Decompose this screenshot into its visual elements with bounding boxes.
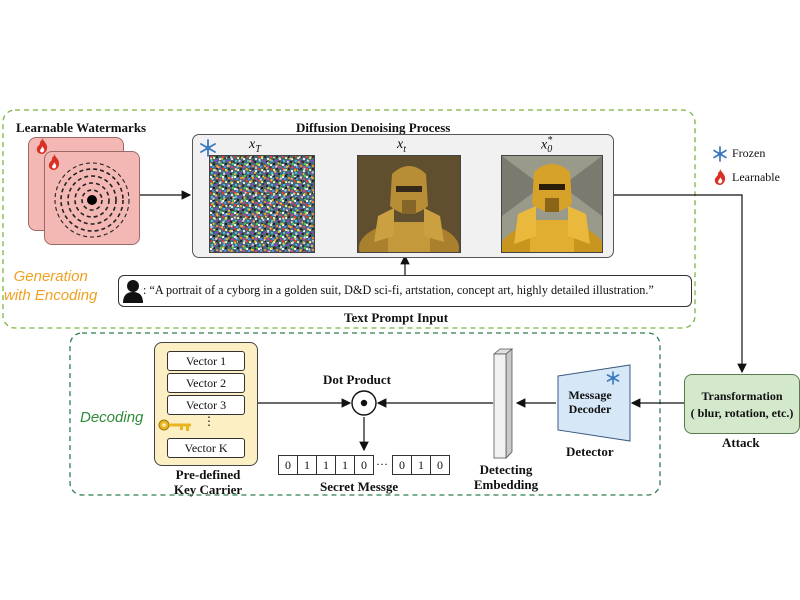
snowflake-icon <box>200 139 216 157</box>
bit-cell: 1 <box>297 455 317 475</box>
vector-3: Vector 3 <box>167 395 245 415</box>
cyborg-image-noisy <box>357 155 461 253</box>
snowflake-icon <box>713 146 727 162</box>
generation-section-label: Generation with Encoding <box>4 267 97 305</box>
bit-cell: 0 <box>278 455 298 475</box>
prompt-label: Text Prompt Input <box>344 310 449 325</box>
generation-region <box>2 109 696 329</box>
generation-label-line: with Encoding <box>4 287 98 304</box>
latent-xT-label: xT <box>249 137 261 155</box>
dot-product-label: Dot Product <box>323 372 392 387</box>
bit-cell: 1 <box>411 455 431 475</box>
transformation-subtitle: ( blur, rotation, etc.) <box>690 406 794 420</box>
generation-label-line: Generation <box>13 268 88 285</box>
secret-message-label: Secret Messge <box>320 479 399 494</box>
transformation-box: Transformation ( blur, rotation, etc.) <box>684 374 800 434</box>
detector-label: Detector <box>566 444 614 459</box>
decoder-label-line: Decoder <box>568 402 612 416</box>
bit-cell: 0 <box>430 455 450 475</box>
message-decoder-label: Message Decoder <box>560 388 620 416</box>
embedding-label: Detecting Embedding <box>470 462 542 492</box>
user-icon <box>123 280 143 303</box>
attack-label: Attack <box>722 435 760 450</box>
cyborg-image-clean <box>501 155 603 253</box>
flame-icon <box>714 169 726 185</box>
diffusion-process-box: xT xt x*0 <box>192 134 614 258</box>
decoding-section-label: Decoding <box>80 409 144 426</box>
vector-ellipsis: ⋮ <box>203 414 215 428</box>
legend-learnable-label: Learnable <box>732 170 780 184</box>
key-carrier-box: Vector 1 Vector 2 Vector 3 ⋮ Vector K <box>154 342 258 466</box>
vector-1: Vector 1 <box>167 351 245 371</box>
noise-image <box>209 155 315 253</box>
embedding-label-line: Embedding <box>473 477 539 492</box>
watermark-swirl-image <box>54 162 130 238</box>
decoding-region <box>69 332 661 496</box>
latent-xt-label: xt <box>397 137 406 155</box>
detecting-embedding-bar <box>492 348 514 459</box>
cyborg-figure <box>502 156 602 252</box>
decoder-label-line: Message <box>568 388 612 402</box>
flame-icon <box>48 154 60 170</box>
dot-product-operator <box>351 390 377 416</box>
bit-cell: 0 <box>392 455 412 475</box>
diffusion-to-attack-arrow <box>612 194 747 374</box>
embedding-label-line: Detecting <box>479 462 533 477</box>
cyborg-figure <box>358 156 460 252</box>
watermark-card-front <box>44 151 140 245</box>
key-carrier-label-line: Pre-defined <box>175 467 241 482</box>
latent-x0-label: x*0 <box>541 135 553 156</box>
bit-cell: 1 <box>335 455 355 475</box>
message-decoder-shape <box>557 364 631 442</box>
vector-k: Vector K <box>167 438 245 458</box>
flame-icon <box>36 138 48 154</box>
bit-cell: 1 <box>316 455 336 475</box>
key-carrier-label: Pre-defined Key Carrier <box>168 467 248 497</box>
noise-texture <box>210 156 314 252</box>
watermarks-title: Learnable Watermarks <box>16 120 147 135</box>
secret-message-bits: 0 1 1 1 0 ··· 0 1 0 <box>278 455 458 475</box>
transformation-title: Transformation <box>701 389 783 403</box>
bit-cell: 0 <box>354 455 374 475</box>
vector-2: Vector 2 <box>167 373 245 393</box>
text-prompt-box: : “A portrait of a cyborg in a golden su… <box>118 275 692 307</box>
diffusion-title: Diffusion Denoising Process <box>296 120 451 135</box>
watermark-stack <box>28 137 143 247</box>
bit-ellipsis: ··· <box>376 457 388 471</box>
legend-frozen-label: Frozen <box>732 146 766 160</box>
key-carrier-label-line: Key Carrier <box>173 482 243 497</box>
key-icon <box>158 419 191 431</box>
prompt-text: : “A portrait of a cyborg in a golden su… <box>143 283 654 297</box>
